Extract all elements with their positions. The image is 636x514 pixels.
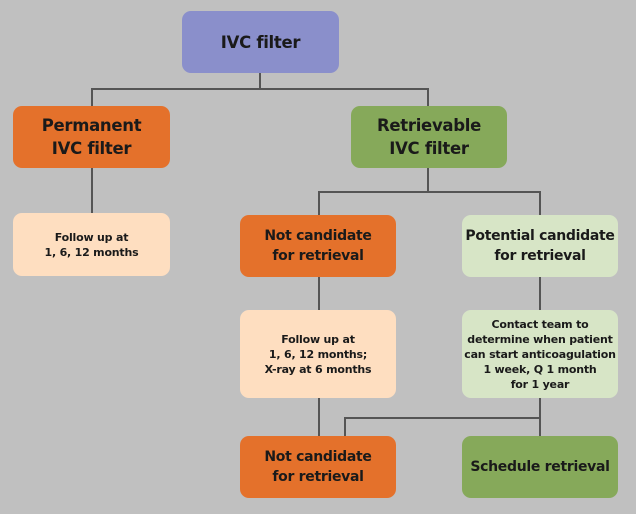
node-permanent-ivc-filter: Permanent IVC filter (13, 106, 170, 168)
node-contact-team: Contact team to determine when patient c… (462, 310, 618, 398)
node-permanent-follow-up: Follow up at 1, 6, 12 months (13, 213, 170, 276)
node-retrievable-ivc-filter: Retrievable IVC filter (351, 106, 507, 168)
node-ivc-filter: IVC filter (182, 11, 339, 73)
node-not-candidate-retrieval-final: Not candidate for retrieval (240, 436, 396, 498)
node-follow-up-xray: Follow up at 1, 6, 12 months; X-ray at 6… (240, 310, 396, 398)
node-potential-candidate-retrieval: Potential candidate for retrieval (462, 215, 618, 277)
node-not-candidate-retrieval: Not candidate for retrieval (240, 215, 396, 277)
node-schedule-retrieval: Schedule retrieval (462, 436, 618, 498)
